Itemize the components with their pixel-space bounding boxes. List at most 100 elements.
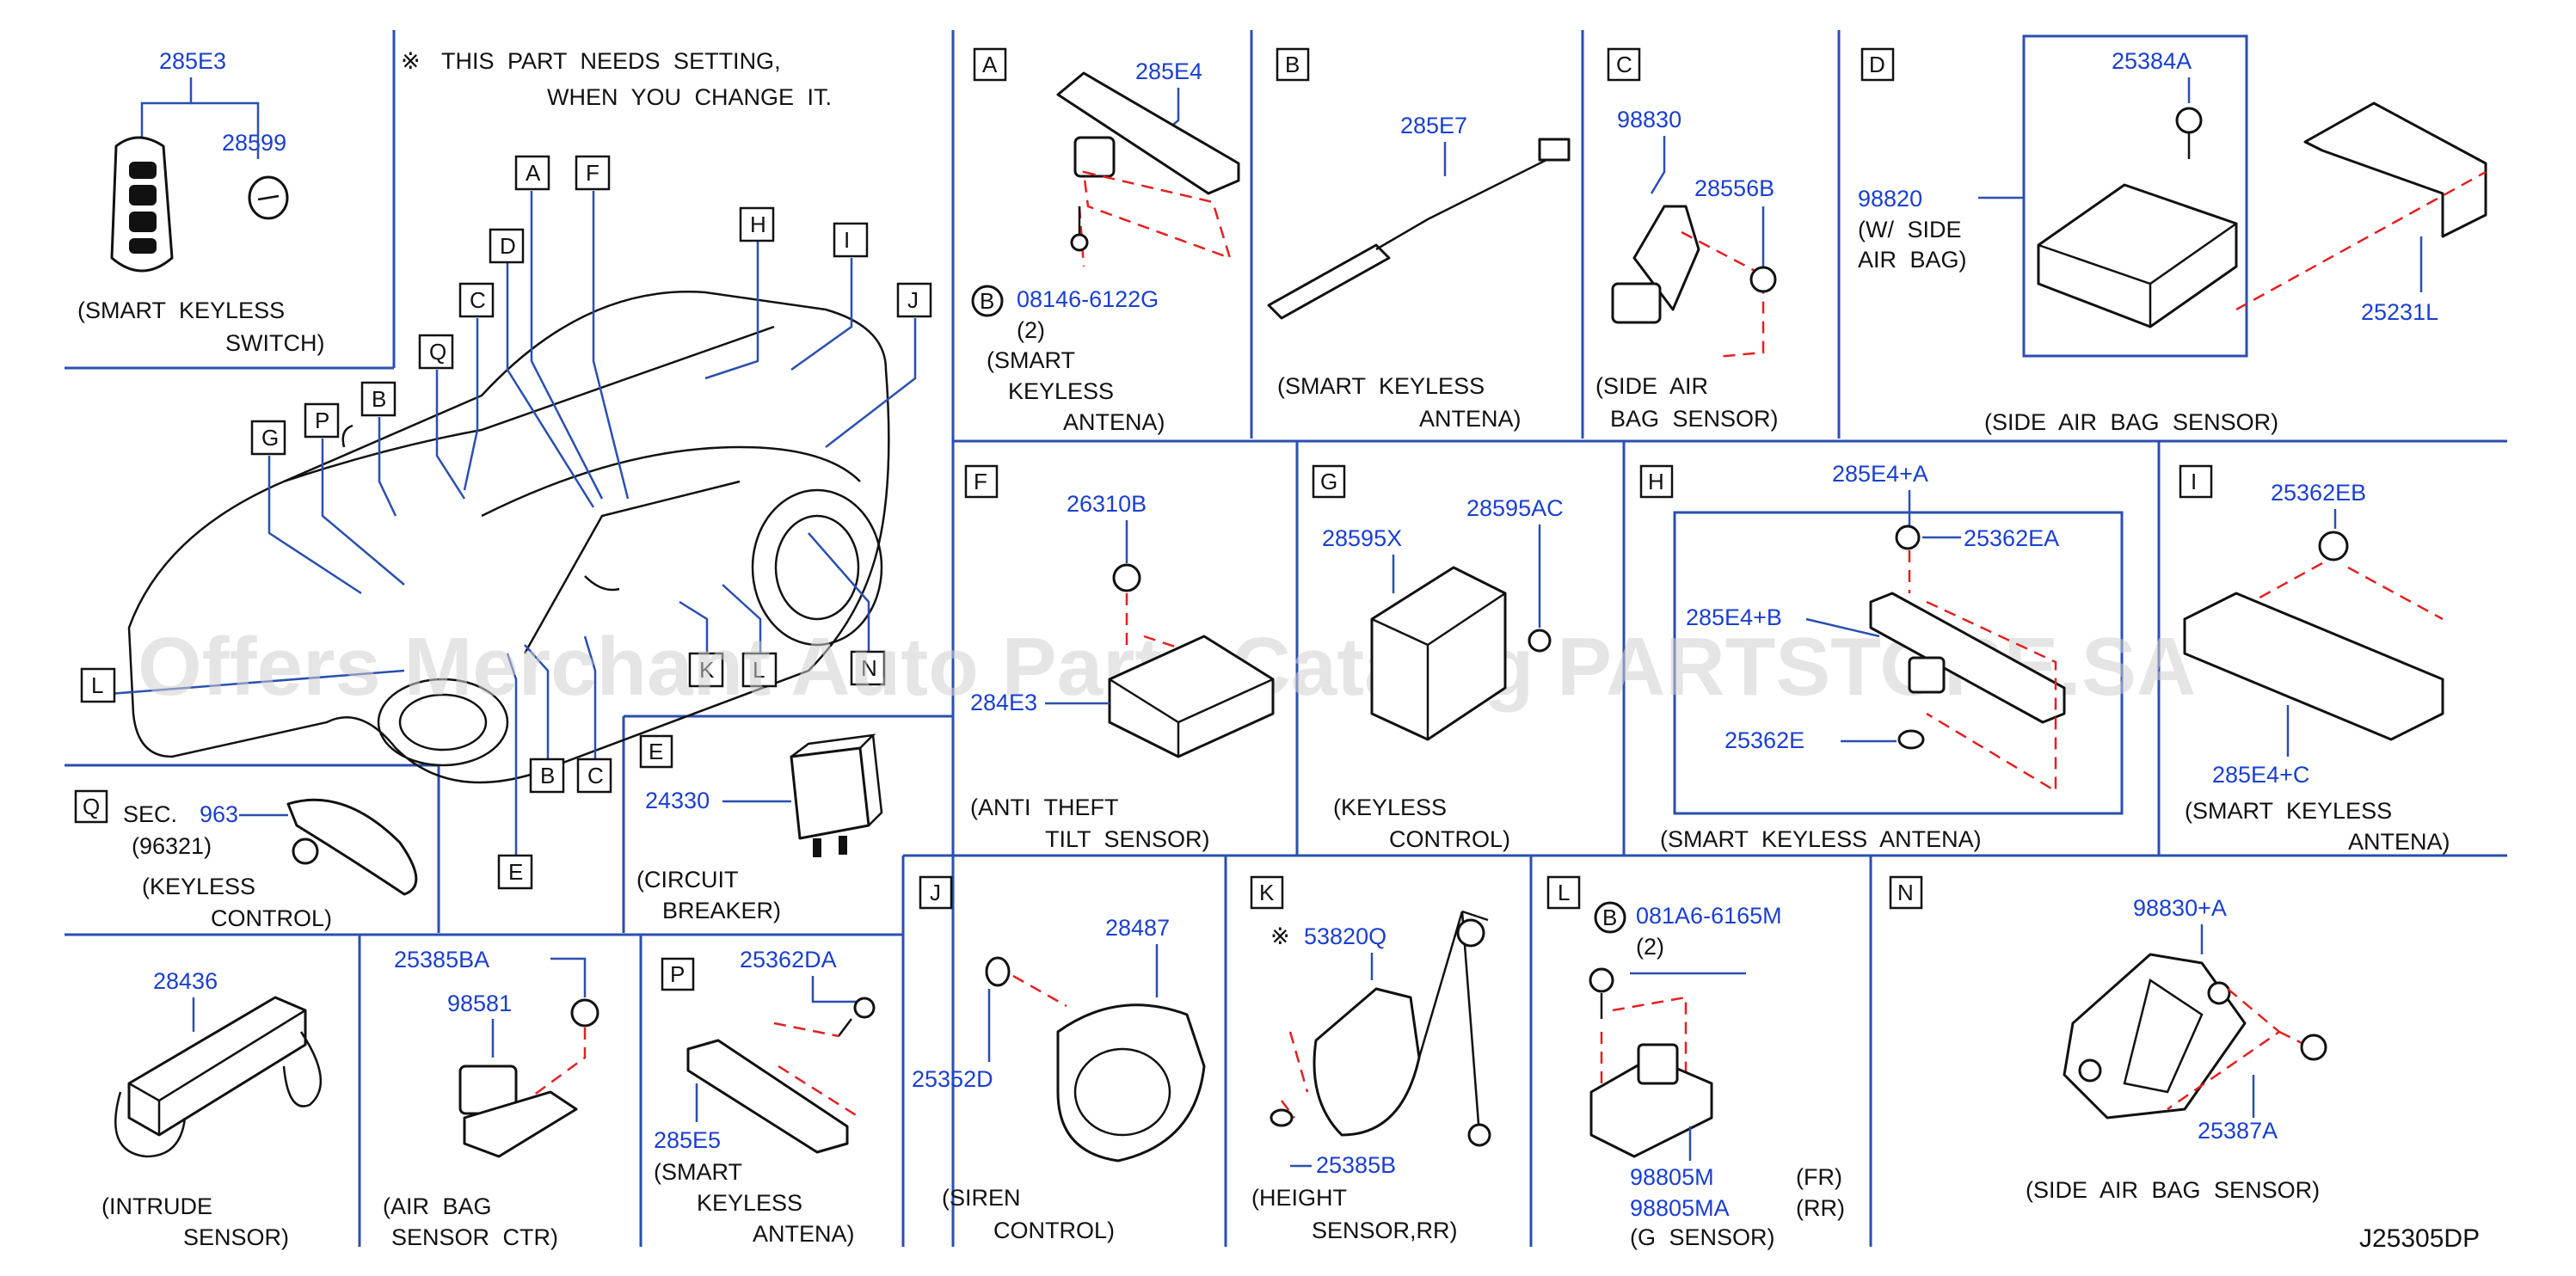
overview-marker-box[interactable] <box>304 402 340 439</box>
panel-grid <box>65 30 2507 1247</box>
bolt-marker: B <box>1602 905 1617 930</box>
panel-letter: L <box>1558 880 1570 905</box>
part-number-link[interactable]: 53820Q <box>1304 923 1386 949</box>
part-number-link[interactable]: 28599 <box>222 130 286 156</box>
panel-letter: G <box>1320 469 1337 494</box>
caption: (AIR BAG <box>383 1193 492 1219</box>
caption: CONTROL) <box>993 1218 1115 1243</box>
part-number-link[interactable]: 25385B <box>1316 1152 1396 1178</box>
part-number-link[interactable]: 28595X <box>1322 525 1402 551</box>
part-number-link[interactable]: 28487 <box>1105 915 1170 941</box>
part-number-link[interactable]: 25362EB <box>2271 480 2366 506</box>
panel-letter: J <box>930 880 941 905</box>
panel-j: J 28487 25352D (SIREN CONTROL) <box>912 875 1206 1243</box>
note: AIR BAG) <box>1858 247 1967 273</box>
caption: (SMART <box>987 347 1075 373</box>
part-number-link[interactable]: 25362E <box>1725 727 1804 753</box>
caption: SENSOR) <box>183 1224 289 1250</box>
overview-marker-box[interactable] <box>497 854 533 890</box>
part-number-link[interactable]: 24330 <box>645 788 710 813</box>
caption: CONTROL) <box>211 905 332 931</box>
part-number-link[interactable]: 28556B <box>1694 175 1774 201</box>
overview-marker-box[interactable] <box>529 758 565 794</box>
overview-marker-box[interactable] <box>850 650 886 686</box>
part-number-link[interactable]: 285E7 <box>1400 113 1467 138</box>
quantity: (2) <box>1636 934 1664 960</box>
overview-marker-box[interactable] <box>739 206 775 242</box>
panel-letter: F <box>974 469 987 494</box>
overview-marker-box[interactable] <box>833 222 869 258</box>
position-label: (FR) <box>1796 1164 1842 1190</box>
overview-marker-box[interactable] <box>896 282 932 318</box>
panel-a: A 285E4 B 08146-6122G (2) (SMART KEYLESS… <box>971 47 1240 435</box>
caption: (HEIGHT <box>1251 1185 1347 1211</box>
part-number-link[interactable]: 285E3 <box>159 48 226 74</box>
part-number-link[interactable]: 28436 <box>153 968 218 994</box>
part-number-link[interactable]: 25352D <box>912 1066 993 1092</box>
caption: (SIDE AIR <box>1595 373 1708 399</box>
overview-marker-box[interactable] <box>514 155 550 191</box>
part-number-link[interactable]: 285E4+C <box>2212 762 2309 788</box>
battery-drawing <box>248 175 289 220</box>
overview-marker-box[interactable] <box>741 652 778 688</box>
part-number-link[interactable]: 25362DA <box>740 947 837 972</box>
part-number-link[interactable]: 25385BA <box>394 947 489 972</box>
caption: (SMART <box>654 1159 742 1185</box>
part-number-link[interactable]: 285E4 <box>1135 58 1202 84</box>
overview-marker-box[interactable] <box>489 228 525 264</box>
part-number-link[interactable]: 98805M <box>1630 1164 1714 1190</box>
section-link[interactable]: 963 <box>200 801 238 827</box>
caption: (ANTI THEFT <box>970 794 1119 820</box>
part-number-link[interactable]: 25384A <box>2112 48 2192 74</box>
part-number-link[interactable]: 26310B <box>1067 491 1147 517</box>
caption: KEYLESS <box>1008 378 1114 404</box>
panel-d: D 25384A 98820 (W/ SIDE AIR BAG) 25231L … <box>1858 47 2487 435</box>
part-number-link[interactable]: 98820 <box>1858 186 1922 212</box>
overview-marker-box[interactable] <box>250 420 286 456</box>
part-number-link[interactable]: 285E5 <box>654 1127 721 1153</box>
overview-marker-box[interactable] <box>458 282 495 318</box>
caption: BAG SENSOR) <box>1610 406 1779 432</box>
panel-letter: K <box>1259 880 1275 905</box>
overview-marker-box[interactable] <box>688 652 724 688</box>
overview-marker-box[interactable] <box>360 381 397 417</box>
caption: ANTENA) <box>753 1221 855 1247</box>
overview-marker-box[interactable] <box>575 155 611 191</box>
part-number-link[interactable]: 98805MA <box>1630 1195 1730 1221</box>
part-number-link[interactable]: 25231L <box>2361 299 2438 325</box>
part-number-link[interactable]: 98830 <box>1617 107 1681 132</box>
panel-letter: Q <box>83 794 100 819</box>
part-number-link[interactable]: 285E4+B <box>1686 604 1782 630</box>
overview-marker-letter: L <box>753 657 765 683</box>
overview-marker-box[interactable] <box>576 758 612 794</box>
overview-marker-box[interactable] <box>418 334 454 370</box>
panel-b: B 285E7 (SMART KEYLESS ANTENA) <box>1267 47 1571 432</box>
overview-marker-letter: P <box>315 408 329 433</box>
part-number-link[interactable]: 98830+A <box>2133 895 2227 921</box>
overview-marker-letter: K <box>699 657 715 683</box>
part-number-link[interactable]: 284E3 <box>970 690 1037 715</box>
overview-marker-letter: C <box>587 763 604 788</box>
smart-keyless-switch-panel: 285E3 28599 (SMART KEYLESS SWITCH) <box>77 48 324 356</box>
panel-l: L B 081A6-6165M (2) 98805M 98805MA (FR) … <box>1546 875 1845 1250</box>
part-number-link[interactable]: 08146-6122G <box>1017 286 1159 312</box>
intrude-sensor-panel: 28436 (INTRUDE SENSOR) <box>101 968 323 1250</box>
caption: (G SENSOR) <box>1630 1224 1775 1250</box>
part-number-link[interactable]: 081A6-6165M <box>1636 903 1782 929</box>
panel-n: N 98830+A 25387A (SIDE AIR BAG SENSOR) <box>1889 875 2327 1203</box>
panel-letter: C <box>1616 52 1632 77</box>
caption: TILT SENSOR) <box>1045 826 1210 852</box>
overview-marker-letter: L <box>91 672 103 698</box>
caption: SENSOR CTR) <box>391 1224 558 1250</box>
part-number-link[interactable]: 28595AC <box>1466 495 1564 521</box>
caption: ANTENA) <box>2348 829 2450 855</box>
part-number-link[interactable]: 98581 <box>447 991 512 1016</box>
part-number-link[interactable]: 285E4+A <box>1832 461 1928 487</box>
part-number-link[interactable]: 25362EA <box>1964 525 2059 551</box>
overview-marker-box[interactable] <box>80 667 116 703</box>
caption: (CIRCUIT <box>636 867 738 893</box>
part-number-link[interactable]: 25387A <box>2198 1118 2278 1144</box>
caption: SENSOR,RR) <box>1312 1218 1458 1243</box>
caption: SWITCH) <box>225 330 324 356</box>
